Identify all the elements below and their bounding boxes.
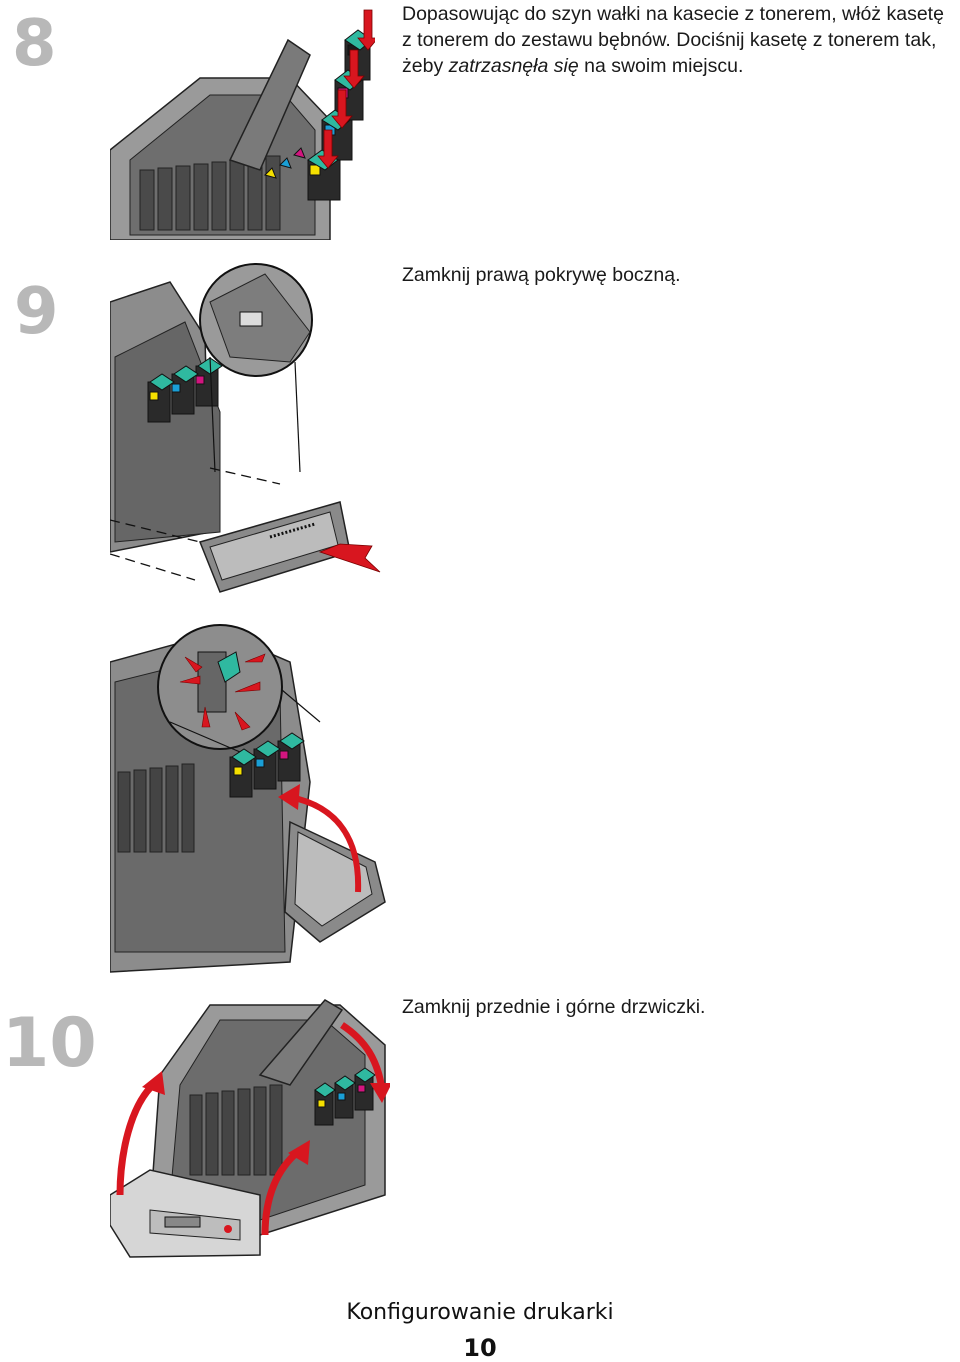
step-8-line-1: Dopasowując do szyn wałki na kasecie z t… bbox=[402, 1, 960, 27]
page-number: 10 bbox=[0, 1334, 960, 1362]
step-number-8: 8 bbox=[12, 12, 57, 76]
step-9-instructions: Zamknij prawą pokrywę boczną. bbox=[402, 262, 681, 288]
step-number-10: 10 bbox=[2, 1010, 97, 1078]
section-title: Konfigurowanie drukarki bbox=[0, 1300, 960, 1325]
step-8-instructions: Dopasowując do szyn wałki na kasecie z t… bbox=[402, 1, 960, 79]
step-9-line-1: Zamknij prawą pokrywę boczną. bbox=[402, 262, 681, 288]
step-8-line-2: z tonerem do zestawu bębnów. Dociśnij ka… bbox=[402, 27, 960, 53]
doors-closing-illustration bbox=[110, 995, 390, 1260]
step-10-line-1: Zamknij przednie i górne drzwiczki. bbox=[402, 994, 705, 1020]
step-8-line-3: żeby zatrzasnęła się na swoim miejscu. bbox=[402, 53, 960, 79]
step-number-9: 9 bbox=[14, 280, 59, 344]
side-cover-closing-illustration bbox=[110, 262, 390, 982]
step-8-line-3-pre: żeby bbox=[402, 55, 449, 77]
step-8-emphasis: zatrzasnęła się bbox=[449, 55, 579, 77]
step-8-line-3-post: na swoim miejscu. bbox=[579, 55, 744, 77]
toner-insertion-illustration bbox=[110, 0, 375, 240]
step-10-instructions: Zamknij przednie i górne drzwiczki. bbox=[402, 994, 705, 1020]
